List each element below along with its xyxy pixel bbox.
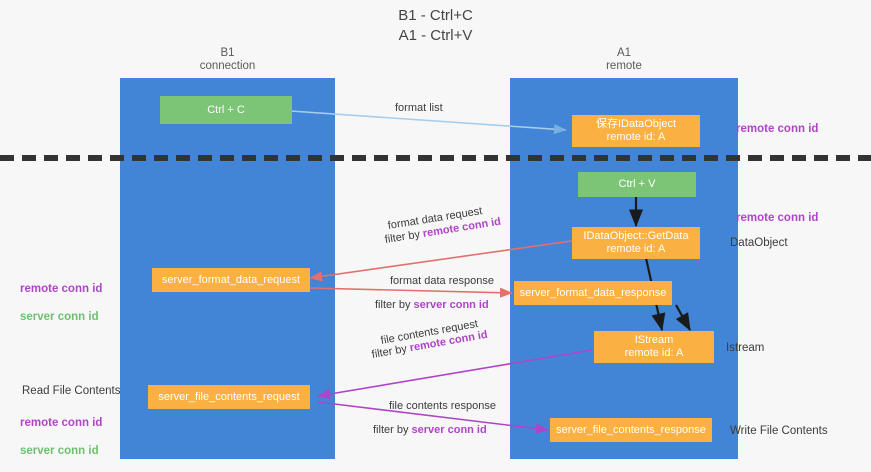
label-istream: Istream <box>726 342 765 354</box>
label-remote-conn-id-top: remote conn id <box>736 123 819 135</box>
filter-prefix: filter by <box>370 342 411 361</box>
legend-bottom-server: server conn id <box>20 445 99 457</box>
label-read-file-contents: Read File Contents <box>22 385 121 397</box>
column-header-a1: A1 remote <box>606 47 642 72</box>
box-idataobject-getdata[interactable]: IDataObject::GetData remote id: A <box>572 227 700 259</box>
legend-bottom-left: remote conn id server conn id <box>20 402 102 472</box>
legend-bottom-remote: remote conn id <box>20 417 103 429</box>
legend-middle-server: server conn id <box>20 311 99 323</box>
label-remote-conn-id-mid: remote conn id <box>736 212 819 224</box>
annotation-format-data-response: format data response <box>390 275 494 287</box>
box-server-format-data-request[interactable]: server_format_data_request <box>152 268 310 292</box>
page-title: B1 - Ctrl+C A1 - Ctrl+V <box>398 7 473 44</box>
annotation-format-data-response-filter: filter by server conn id <box>375 298 489 313</box>
filter-prefix: filter by <box>373 424 412 436</box>
box-ctrl-v[interactable]: Ctrl + V <box>578 172 696 197</box>
label-write-file-contents: Write File Contents <box>730 425 828 437</box>
label-dataobject: DataObject <box>730 237 788 249</box>
column-header-b1: B1 connection <box>199 47 256 72</box>
section-divider <box>0 155 871 161</box>
legend-middle-left: remote conn id server conn id <box>20 268 102 338</box>
annotation-file-contents-response-filter: filter by server conn id <box>373 423 487 438</box>
filter-value-server-conn-id: server conn id <box>413 299 489 311</box>
annotation-format-list: format list <box>395 102 443 114</box>
box-istream[interactable]: IStream remote id: A <box>594 331 714 363</box>
legend-middle-remote: remote conn id <box>20 283 103 295</box>
box-ctrl-c[interactable]: Ctrl + C <box>160 96 292 124</box>
box-server-format-data-response[interactable]: server_format_data_response <box>514 281 672 305</box>
filter-prefix: filter by <box>375 299 414 311</box>
box-save-idataobject[interactable]: 保存IDataObject remote id: A <box>572 115 700 147</box>
box-server-file-contents-request[interactable]: server_file_contents_request <box>148 385 310 409</box>
annotation-file-contents-response: file contents response <box>389 400 497 412</box>
filter-value-server-conn-id: server conn id <box>411 424 487 436</box>
box-server-file-contents-response[interactable]: server_file_contents_response <box>550 418 712 442</box>
